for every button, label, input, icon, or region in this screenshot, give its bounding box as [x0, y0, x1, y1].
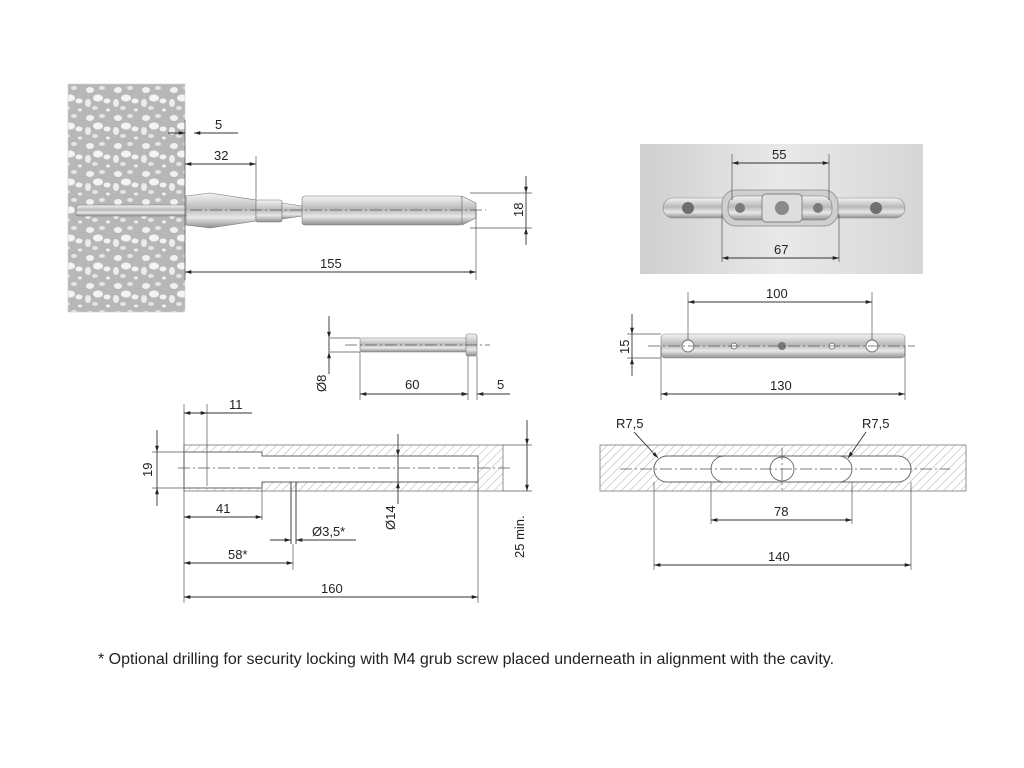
dim-drill-58: 58* [228, 547, 248, 562]
dim-photo-55: 55 [772, 147, 786, 162]
anchor-rod [75, 192, 477, 229]
view-bracket-photo: 55 67 [640, 144, 923, 274]
dim-drill-11: 11 [229, 397, 243, 412]
dim-drill-41: 41 [216, 501, 230, 516]
dim-bracket-100: 100 [766, 286, 788, 301]
view-mounted-anchor: 5 32 155 18 [67, 83, 532, 313]
dim-drill-3-5: Ø3,5* [312, 524, 345, 539]
dim-mounted-32: 32 [214, 148, 228, 163]
dim-drill-25-min: 25 min. [512, 515, 527, 558]
dim-slot-78: 78 [774, 504, 788, 519]
dim-pin-5: 5 [497, 377, 504, 392]
view-bracket-drawing: 100 130 15 [617, 286, 915, 400]
dim-pin-diameter: Ø8 [314, 375, 329, 392]
view-slot-cut: R7,5 R7,5 78 140 [599, 416, 967, 570]
dim-slot-r-left: R7,5 [616, 416, 643, 431]
footnote: * Optional drilling for security locking… [98, 651, 835, 668]
dim-drill-160: 160 [321, 581, 343, 596]
dim-mounted-155: 155 [320, 256, 342, 271]
view-pin: Ø8 60 5 [314, 316, 510, 400]
masonry-wall [68, 84, 185, 312]
dim-pin-60: 60 [405, 377, 419, 392]
dim-mounted-5: 5 [215, 117, 222, 132]
dim-drill-14: Ø14 [383, 505, 398, 530]
dim-slot-r-right: R7,5 [862, 416, 889, 431]
dim-drill-19: 19 [140, 463, 155, 477]
dim-mounted-18: 18 [511, 203, 526, 217]
dim-slot-140: 140 [768, 549, 790, 564]
view-drill-hole: 11 19 41 Ø3,5* 58* 160 Ø14 25 min. [140, 397, 532, 603]
bracket-bar [662, 189, 906, 227]
dim-bracket-130: 130 [770, 378, 792, 393]
dim-photo-67: 67 [774, 242, 788, 257]
dim-bracket-15: 15 [617, 340, 632, 354]
